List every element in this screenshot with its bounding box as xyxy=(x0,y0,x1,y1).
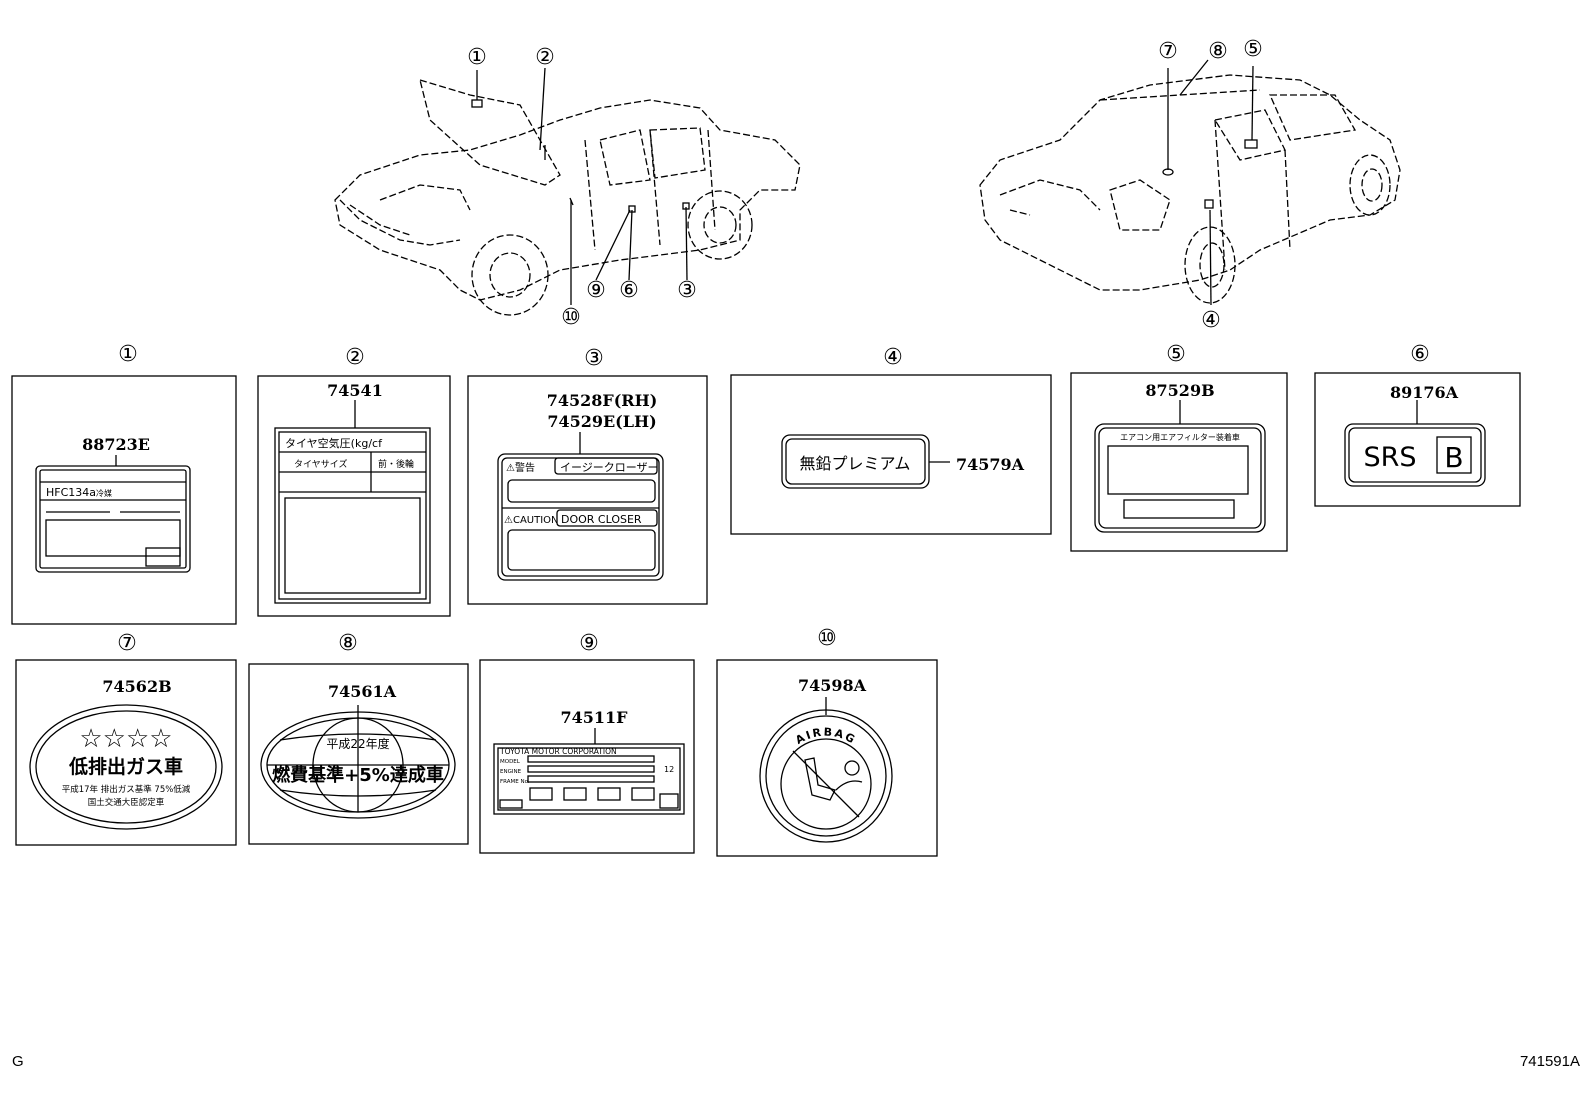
part-74541: 74541 xyxy=(327,381,383,400)
l2-col1: タイヤサイズ xyxy=(294,458,347,470)
l7-sub2: 国土交通大臣認定車 xyxy=(88,797,165,808)
callout-1-front: ① xyxy=(467,45,487,70)
box-callout-6: ⑥ xyxy=(1410,342,1430,367)
callout-6-front: ⑥ xyxy=(619,278,639,303)
callout-markers: ① ② ⑨ ⑥ ③ ⑩ ⑦ ⑧ ⑤ ④ ① ② ③ ④ ⑤ ⑥ ⑦ ⑧ ⑨ ⑩ xyxy=(117,37,1430,656)
box-callout-9: ⑨ xyxy=(579,631,599,656)
part-74598A: 74598A xyxy=(798,676,867,695)
l8-main: 燃費基準+5%達成車 xyxy=(272,764,444,786)
box-callout-2: ② xyxy=(345,345,365,370)
box-callout-3: ③ xyxy=(584,346,604,371)
callout-10-front: ⑩ xyxy=(561,305,581,330)
part-74529E: 74529E(LH) xyxy=(547,412,656,431)
box-callout-8: ⑧ xyxy=(338,631,358,656)
l9-row1: MODEL xyxy=(500,759,521,765)
l1-refrig: 冷媒 xyxy=(96,488,112,498)
part-74528F: 74528F(RH) xyxy=(547,391,658,410)
front-car-solid xyxy=(471,99,690,213)
l7-sub1: 平成17年 排出ガス基準 75%低減 xyxy=(62,784,191,795)
callout-5-rear: ⑤ xyxy=(1243,37,1263,62)
callout-4-rear: ④ xyxy=(1201,308,1221,333)
l2-col2: 前・後輪 xyxy=(378,458,414,470)
l1-hfc: HFC134a xyxy=(46,486,96,499)
l7-stars: ☆☆☆☆ xyxy=(79,724,172,754)
part-88723E: 88723E xyxy=(82,435,150,454)
l3-warn-text: イージークローザー xyxy=(560,461,659,474)
l9-row3: FRAME No. xyxy=(500,779,530,785)
l3-warn: ⚠警告 xyxy=(506,461,535,474)
front-car-illustration xyxy=(334,79,801,316)
l4-text: 無鉛プレミアム xyxy=(800,454,911,473)
footer-left-code: G xyxy=(12,1053,24,1070)
l6-box: B xyxy=(1444,441,1463,474)
callout-7-rear: ⑦ xyxy=(1158,39,1178,64)
l3-caution: ⚠CAUTION xyxy=(504,515,559,526)
rear-car-solid xyxy=(1162,139,1258,209)
box-callout-7: ⑦ xyxy=(117,631,137,656)
label-inner-text: HFC134a 冷媒 タイヤ空気圧(kg/cf タイヤサイズ 前・後輪 ⚠警告 … xyxy=(46,432,1464,808)
l9-header: TOYOTA MOTOR CORPORATION xyxy=(499,747,617,756)
l8-top: 平成22年度 xyxy=(326,736,389,751)
part-74562B: 74562B xyxy=(102,677,171,696)
l7-main: 低排出ガス車 xyxy=(68,755,183,778)
box-callout-5: ⑤ xyxy=(1166,342,1186,367)
label-boxes xyxy=(11,372,1521,857)
l3-caution-text: DOOR CLOSER xyxy=(561,513,642,526)
part-74561A: 74561A xyxy=(328,682,397,701)
callout-8-rear: ⑧ xyxy=(1208,39,1228,64)
callout-9-front: ⑨ xyxy=(586,278,606,303)
part-74579A: 74579A xyxy=(956,455,1025,474)
l10-ring: AIRBAG xyxy=(793,726,858,747)
l6-srs: SRS xyxy=(1363,442,1416,473)
box-callout-10: ⑩ xyxy=(817,626,837,651)
rear-car-illustration xyxy=(979,74,1401,304)
part-89176A: 89176A xyxy=(1390,383,1459,402)
rear-leaders xyxy=(1167,59,1254,306)
footer-illustration-id: 741591A xyxy=(1519,1053,1580,1070)
l5-header: エアコン用エアフィルター装着車 xyxy=(1120,432,1240,442)
l9-row2: ENGINE xyxy=(500,769,522,775)
callout-2-front: ② xyxy=(535,45,555,70)
l9-num: 12 xyxy=(664,765,674,774)
box-callout-1: ① xyxy=(118,342,138,367)
part-87529B: 87529B xyxy=(1145,381,1214,400)
callout-3-front: ③ xyxy=(677,278,697,303)
box-callout-4: ④ xyxy=(883,345,903,370)
part-74511F: 74511F xyxy=(560,708,628,727)
front-leaders xyxy=(476,67,688,305)
label-text: 88723E 74541 74528F(RH) 74529E(LH) 74579… xyxy=(82,381,1459,727)
l2-header: タイヤ空気圧(kg/cf xyxy=(285,436,383,450)
